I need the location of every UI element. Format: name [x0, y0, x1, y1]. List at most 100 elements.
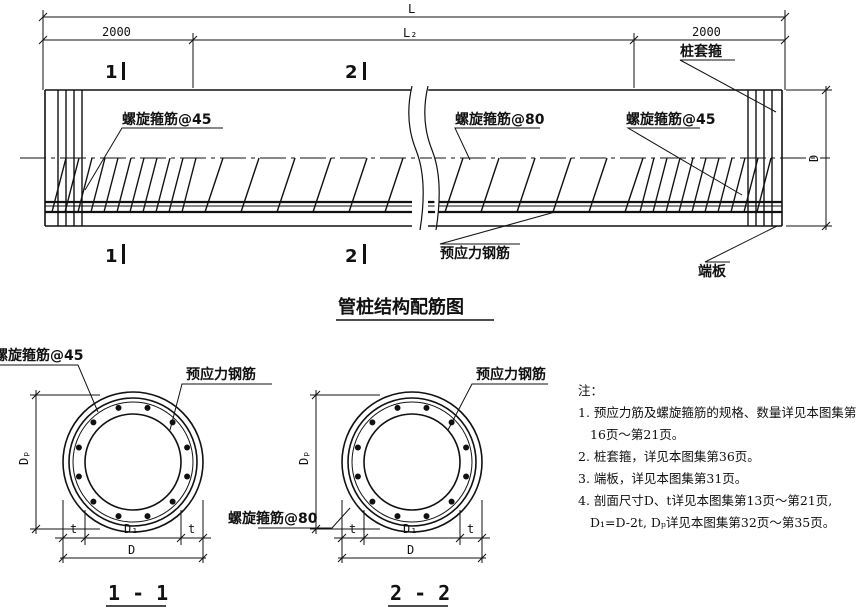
prestress-bar-dot [423, 513, 430, 520]
spiral-stroke [77, 157, 93, 213]
prestress-bar-dot [184, 473, 191, 480]
dim-middle-label: L₂ [403, 26, 417, 40]
notes-block: 注： 1. 预应力筋及螺旋箍筋的规格、数量详见本图集第16页～第21页。 2. … [578, 380, 862, 534]
section-2-leaders [258, 383, 548, 529]
prestress-bar-dot [463, 444, 470, 451]
spiral-stroke [704, 157, 720, 213]
spiral-mid-label: 螺旋箍筋@80 [455, 111, 545, 128]
section-2-d1: D₁ [403, 522, 417, 536]
spiral-stroke [142, 157, 158, 213]
prestress-bar-dot [394, 513, 401, 520]
note-item-2: 2. 桩套箍，详见本图集第36页。 [578, 449, 760, 464]
section-2-t-left: t [349, 522, 356, 536]
cut-1-top: 1 [105, 62, 118, 83]
cut-2-top: 2 [345, 62, 358, 83]
dim-depth [786, 85, 832, 231]
dim-segments [38, 33, 790, 88]
spiral-stroke [64, 157, 80, 213]
spiral-stroke [181, 157, 197, 213]
section-2-spiral-label: 螺旋箍筋@80 [228, 510, 318, 527]
section-2-dims [310, 390, 490, 563]
break-symbol [408, 85, 440, 231]
spiral-stroke [691, 157, 707, 213]
cut-1-bottom: 1 [105, 246, 118, 267]
spiral-stroke [240, 157, 260, 213]
spiral-stroke [129, 157, 145, 213]
spiral-end-label-left: 螺旋箍筋@45 [122, 111, 211, 128]
endplate-label: 端板 [698, 263, 727, 280]
section-cut-markers [122, 62, 366, 264]
dim-right-label: 2000 [692, 25, 721, 39]
note-item-3: 3. 端板，详见本图集第31页。 [578, 471, 748, 486]
spiral-stroke [51, 157, 67, 213]
spiral-stroke [639, 157, 655, 213]
prestress-bar-dot [394, 404, 401, 411]
elevation-view: L 2000 L₂ 2000 [20, 2, 832, 321]
prestress-bar-dot [144, 513, 151, 520]
prestress-bar-dot [115, 404, 122, 411]
spiral-stroke [276, 157, 296, 213]
spiral-stroke [516, 157, 536, 213]
prestress-bar-dot [75, 444, 82, 451]
spiral-stroke [552, 157, 572, 213]
spiral-stroke [665, 157, 681, 213]
spiral-stroke [384, 157, 404, 213]
section-1-prestress-label: 预应力钢筋 [186, 366, 256, 383]
spiral-stroke [204, 157, 224, 213]
spiral-stroke [348, 157, 368, 213]
prestress-bar-dot [115, 513, 122, 520]
spiral-stroke [168, 157, 184, 213]
section-1-spiral-label: 螺旋箍筋@45 [0, 347, 83, 364]
spiral-stroke [730, 157, 746, 213]
spiral-stirrups [51, 157, 772, 213]
dim-total-length [38, 10, 790, 90]
section-2-dp: Dₚ [297, 451, 311, 465]
spiral-stroke [743, 157, 759, 213]
prestress-bar-dot [369, 498, 376, 505]
note-item-1: 1. 预应力筋及螺旋箍筋的规格、数量详见本图集第16页～第21页。 [578, 405, 857, 442]
section-1-t-right: t [188, 522, 195, 536]
spiral-stroke [155, 157, 171, 213]
section-2-prestress-bars [354, 404, 470, 520]
spiral-stroke [756, 157, 772, 213]
section-1-t-left: t [70, 522, 77, 536]
prestress-bar-dot [90, 498, 97, 505]
prestress-bar-dot [463, 473, 470, 480]
section-1-d: D [128, 543, 135, 557]
prestress-bar-dot [184, 444, 191, 451]
pile-sleeve-right [747, 90, 773, 226]
section-1-name: 1 - 1 [108, 581, 168, 605]
spiral-stroke [652, 157, 668, 213]
dim-left-label: 2000 [102, 25, 131, 39]
prestress-bar-dot [90, 419, 97, 426]
spiral-end-label-right: 螺旋箍筋@45 [626, 111, 715, 128]
spiral-stroke [624, 157, 644, 213]
section-1-1: Dₚ t t D₁ D 螺旋箍筋@45 预应力钢筋 1 - 1 [0, 347, 272, 607]
prestress-bar-dot [144, 404, 151, 411]
section-2-2: Dₚ t t D₁ D 预应力钢筋 螺旋箍筋@80 2 - 2 [228, 366, 548, 607]
note-item-4: 4. 剖面尺寸D、t详见本图集第13页～第21页, D₁=D-2t, Dₚ详见本… [578, 493, 836, 530]
sleeve-label: 桩套箍 [680, 43, 722, 60]
spiral-stroke [588, 157, 608, 213]
prestress-bar-dot [354, 473, 361, 480]
section-1-dims [30, 390, 211, 563]
section-2-t-right: t [467, 522, 474, 536]
section-1-dp: Dₚ [17, 451, 31, 465]
elevation-leaders [84, 59, 778, 263]
section-2-d: D [407, 543, 414, 557]
prestress-bar-dot [448, 498, 455, 505]
prestress-bar-dot [354, 444, 361, 451]
cut-2-bottom: 2 [345, 246, 358, 267]
dim-depth-label: D [807, 155, 821, 162]
spiral-stroke [90, 157, 106, 213]
section-1-d1: D₁ [124, 522, 138, 536]
prestress-bar-dot [169, 498, 176, 505]
dim-total-label: L [408, 2, 415, 16]
section-2-prestress-label: 预应力钢筋 [476, 366, 546, 383]
spiral-stroke [480, 157, 500, 213]
prestress-bar-dot [369, 419, 376, 426]
spiral-stroke [444, 157, 464, 213]
section-1-leaders [0, 364, 272, 431]
prestress-bar-dot [423, 404, 430, 411]
